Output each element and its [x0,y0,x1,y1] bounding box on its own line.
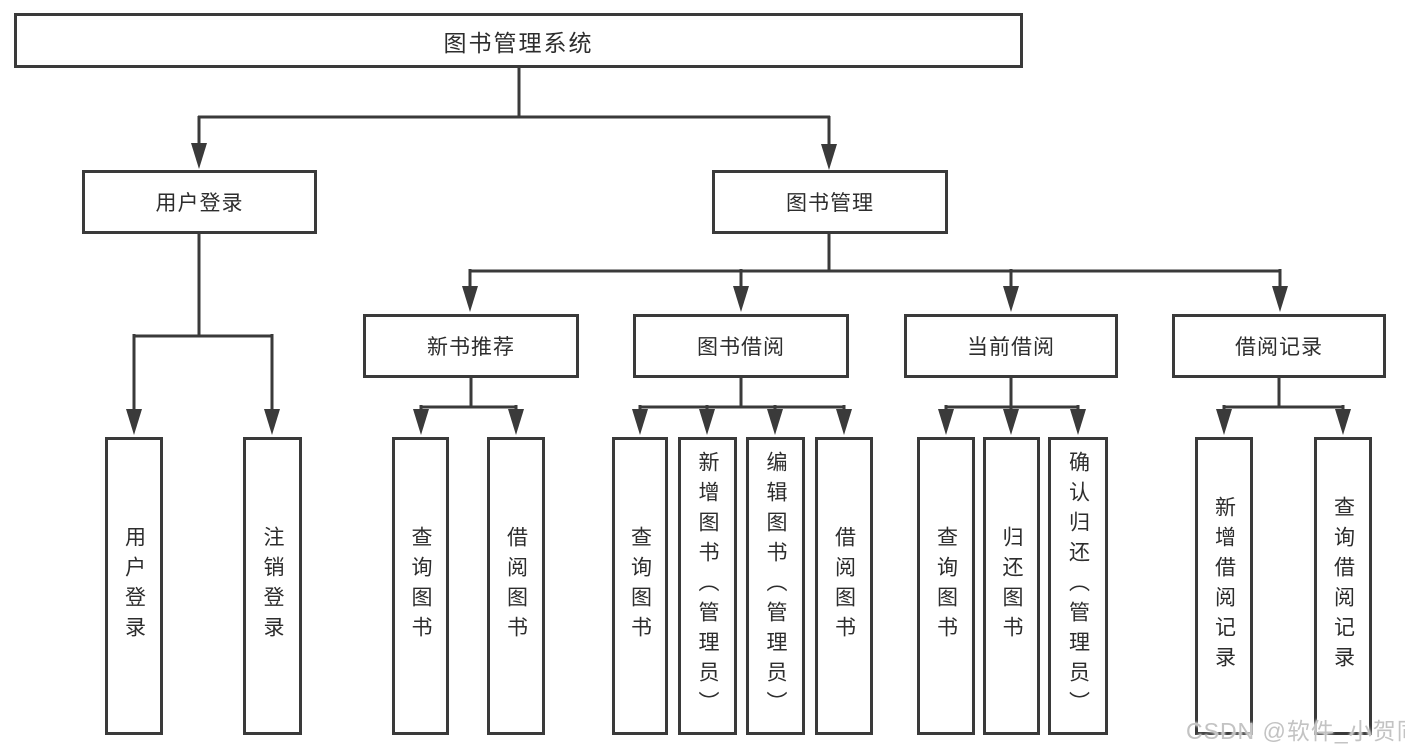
node-book-borrow: 图书借阅 [633,314,849,378]
leaf-query-books-recommend-label: 查询图书 [409,526,432,646]
leaf-query-books-borrow-label: 查询图书 [628,526,652,646]
leaf-confirm-return-admin: 确认归还（管理员） [1048,437,1108,735]
node-root-label: 图书管理系统 [443,29,594,56]
leaf-query-borrow-record: 查询借阅记录 [1314,437,1372,735]
node-borrow-records: 借阅记录 [1172,314,1386,378]
node-current-borrow-label: 当前借阅 [967,336,1055,359]
leaf-logout-label: 注销登录 [261,526,284,646]
leaf-logout: 注销登录 [243,437,302,735]
node-borrow-records-label: 借阅记录 [1235,336,1323,359]
node-user-login: 用户登录 [82,170,317,234]
watermark: CSDN @软件_小贺同学 [1186,718,1405,744]
leaf-query-books-current: 查询图书 [917,437,975,735]
leaf-return-book: 归还图书 [983,437,1040,735]
leaf-add-borrow-record-label: 新增借阅记录 [1212,496,1236,676]
node-book-borrow-label: 图书借阅 [697,336,785,359]
leaf-edit-book-admin-label: 编辑图书（管理员） [764,451,787,721]
leaf-add-borrow-record: 新增借阅记录 [1195,437,1253,735]
leaf-borrow-books-recommend: 借阅图书 [487,437,545,735]
node-root: 图书管理系统 [14,13,1023,68]
leaf-return-book-label: 归还图书 [1000,526,1023,646]
node-book-management-label: 图书管理 [786,192,874,215]
node-user-login-label: 用户登录 [155,192,244,215]
leaf-query-books-current-label: 查询图书 [934,526,958,646]
leaf-add-book-admin: 新增图书（管理员） [678,437,737,735]
leaf-user-login-label: 用户登录 [122,526,146,646]
node-current-borrow: 当前借阅 [904,314,1118,378]
leaf-query-books-recommend: 查询图书 [392,437,449,735]
leaf-borrow-books: 借阅图书 [815,437,873,735]
node-new-book-recommend: 新书推荐 [363,314,579,378]
leaf-user-login: 用户登录 [105,437,163,735]
leaf-borrow-books-label: 借阅图书 [832,526,856,646]
leaf-borrow-books-recommend-label: 借阅图书 [504,526,528,646]
leaf-confirm-return-admin-label: 确认归还（管理员） [1066,451,1090,721]
leaf-query-books-borrow: 查询图书 [612,437,668,735]
leaf-add-book-admin-label: 新增图书（管理员） [696,451,719,721]
leaf-edit-book-admin: 编辑图书（管理员） [746,437,805,735]
node-book-management: 图书管理 [712,170,948,234]
leaf-query-borrow-record-label: 查询借阅记录 [1331,496,1355,676]
node-new-book-recommend-label: 新书推荐 [427,336,515,359]
